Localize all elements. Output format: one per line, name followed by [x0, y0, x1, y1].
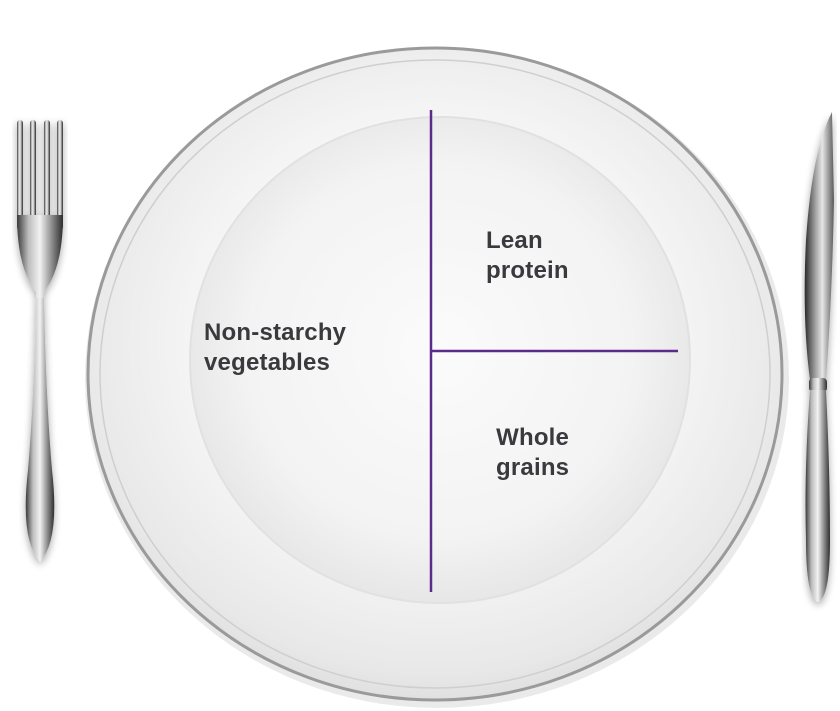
section-label-line: vegetables	[204, 349, 331, 376]
section-label-line: protein	[486, 257, 569, 284]
fork-icon	[17, 120, 63, 562]
section-dividers	[429, 110, 678, 592]
section-label-line: Whole	[496, 424, 570, 451]
section-label-line: Lean	[486, 227, 543, 254]
section-label-grains: Whole grains	[496, 423, 569, 483]
section-label-line: Non-starchy	[204, 319, 347, 346]
section-label-vegetables: Non-starchy vegetables	[204, 318, 346, 378]
plate	[85, 46, 789, 708]
section-label-protein: Lean protein	[486, 226, 569, 286]
knife-icon	[804, 112, 834, 602]
section-label-line: grains	[496, 454, 570, 481]
